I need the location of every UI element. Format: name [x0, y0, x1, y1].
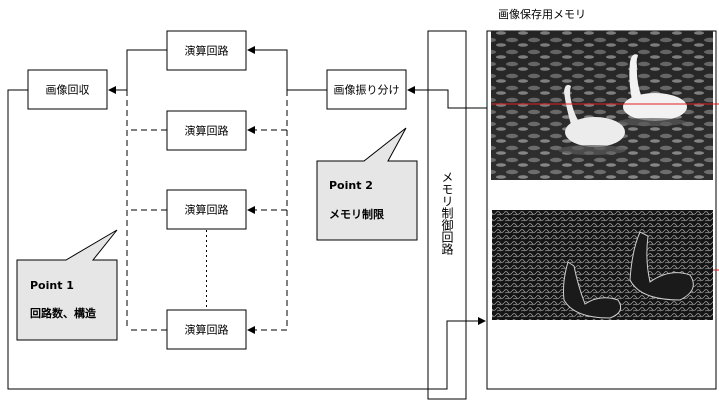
callout-point2-text: メモリ制限: [329, 207, 384, 221]
callout-point2: Point 2 メモリ制限: [316, 127, 418, 241]
swan-edge-image: [492, 210, 713, 320]
compute-label-1: 演算回路: [185, 44, 229, 58]
callout-point1-title: Point 1: [30, 279, 74, 292]
compute-label-3: 演算回路: [185, 203, 229, 217]
callout-point1: Point 1 回路数、構造: [16, 229, 118, 341]
callout-point1-text: 回路数、構造: [30, 306, 97, 320]
compute-box-3: 演算回路: [166, 189, 247, 230]
callout-point2-title: Point 2: [329, 179, 373, 192]
memory-controller-label: メモリ制御回路: [440, 171, 454, 256]
swan-photo-image: [491, 31, 713, 180]
distribute-label: 画像振り分け: [334, 83, 400, 97]
memory-to-distribute-arrow: [407, 86, 487, 109]
distribute-to-compute1-arrow: [247, 46, 327, 91]
memory-box: [486, 30, 719, 390]
collect-to-memory-arrow: [7, 89, 486, 390]
collect-box: 画像回収: [27, 69, 108, 110]
collect-label: 画像回収: [46, 84, 90, 97]
compute-box-4: 演算回路: [166, 309, 247, 350]
compute-box-2: 演算回路: [166, 110, 247, 151]
memory-title: 画像保存用メモリ: [498, 7, 586, 21]
compute-box-1: 演算回路: [166, 30, 247, 71]
compute-label-2: 演算回路: [185, 124, 229, 138]
distribute-box: 画像振り分け: [326, 69, 407, 110]
compute-label-4: 演算回路: [185, 323, 229, 337]
compute1-to-collect-arrow: [108, 49, 167, 94]
